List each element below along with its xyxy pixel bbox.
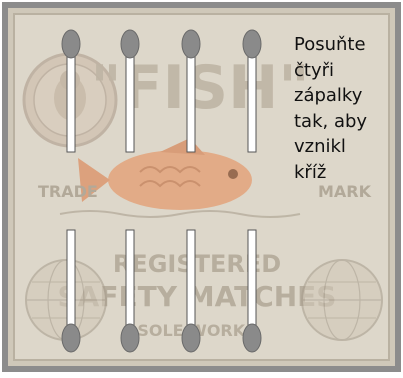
match-1[interactable] — [61, 29, 81, 153]
instruction-line: čtyři — [294, 59, 335, 81]
match-5[interactable] — [61, 229, 81, 353]
puzzle-instruction: Posuňte čtyři zápalky tak, aby vznikl kř… — [294, 32, 399, 185]
match-3[interactable] — [181, 29, 201, 153]
match-6[interactable] — [120, 229, 140, 353]
mark-text: MARK — [318, 182, 372, 201]
match-8[interactable] — [242, 229, 262, 353]
match-4[interactable] — [242, 29, 262, 153]
instruction-line: tak, aby — [294, 110, 368, 132]
instruction-line: kříž — [294, 161, 327, 183]
match-2[interactable] — [120, 29, 140, 153]
fish-illustration — [59, 138, 301, 218]
brand-title: "FISH" — [90, 53, 309, 123]
instruction-line: zápalky — [294, 85, 363, 106]
match-7[interactable] — [181, 229, 201, 353]
globe-right-icon — [301, 259, 383, 341]
instruction-line: vznikl — [294, 136, 346, 157]
trade-text: TRADE — [38, 182, 98, 201]
instruction-line: Posuňte — [294, 34, 366, 55]
